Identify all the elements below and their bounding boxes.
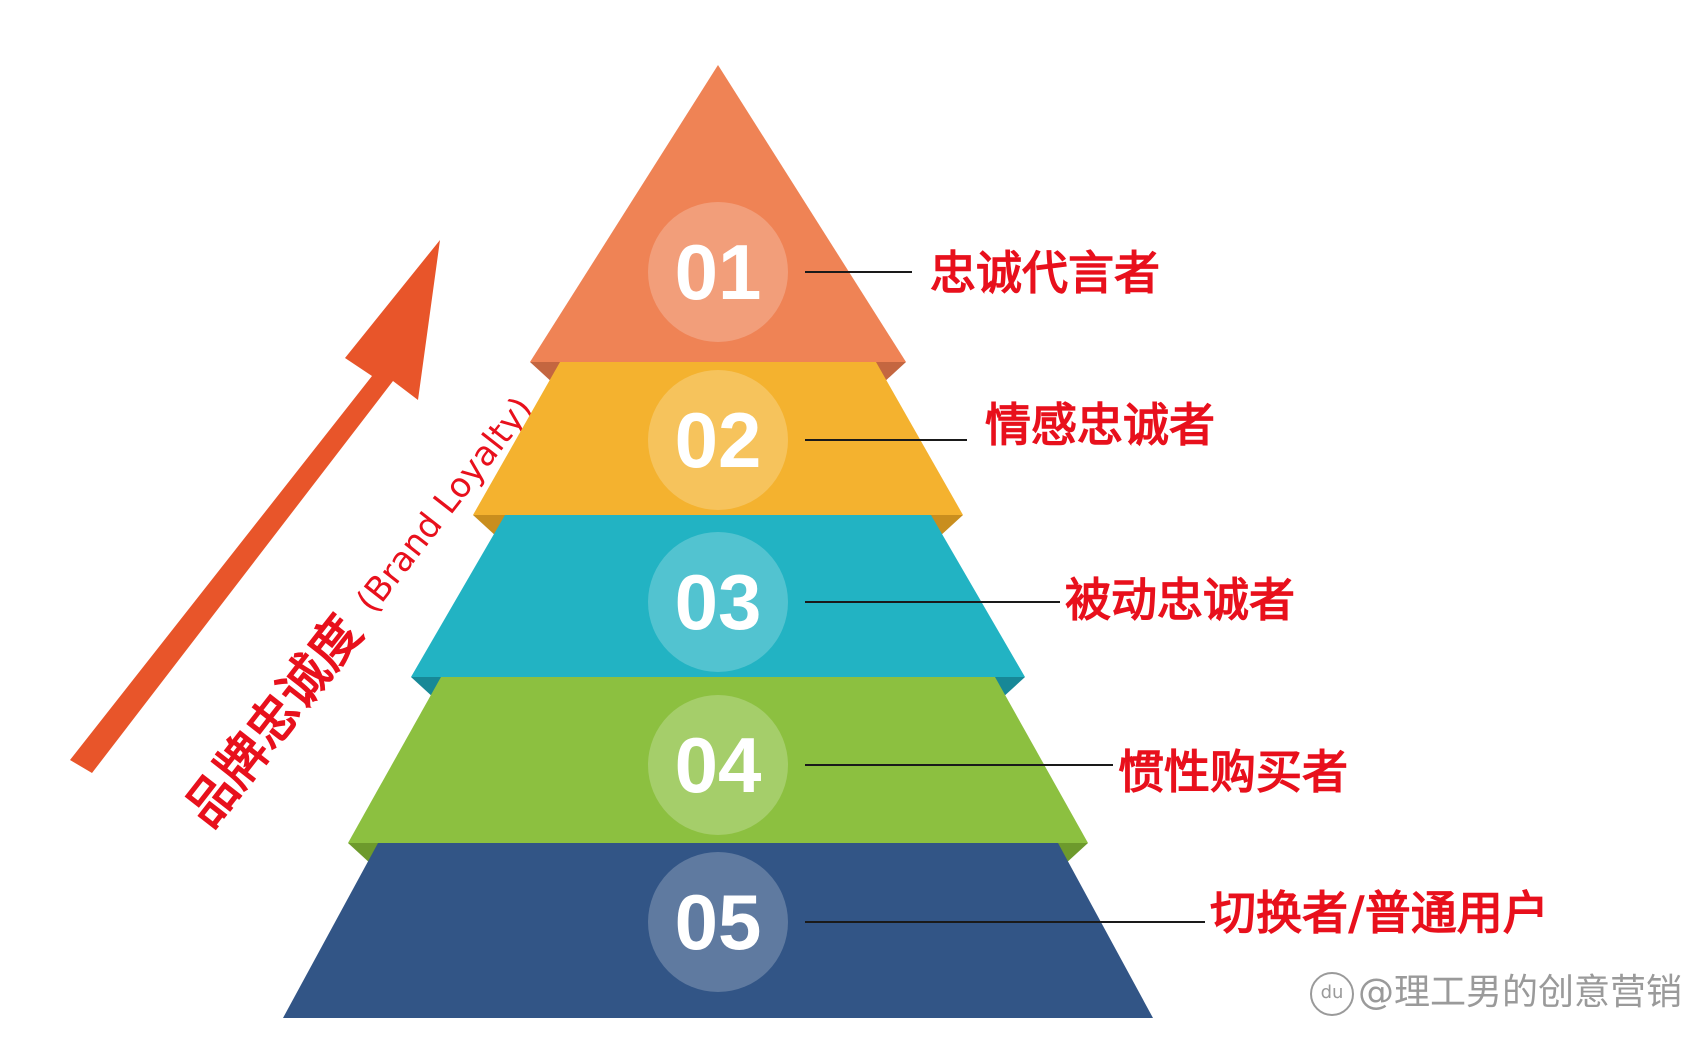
watermark-text: @理工男的创意营销 xyxy=(1357,972,1682,1013)
pyramid-layers: 01 02 03 04 05 xyxy=(283,65,1153,1018)
layer-shape-02 xyxy=(473,362,963,515)
pyramid-layer-02: 02 xyxy=(473,362,963,515)
number-circle-04 xyxy=(648,695,788,835)
level-label-04: 惯性购买者 xyxy=(1118,745,1348,799)
watermark: du@理工男的创意营销 xyxy=(1309,963,1682,1016)
level-number-03: 03 xyxy=(675,558,762,646)
level-number-02: 02 xyxy=(675,396,762,484)
number-circle-05 xyxy=(648,852,788,992)
layer-shape-01 xyxy=(530,65,906,362)
level-number-05: 05 xyxy=(675,878,762,966)
layer-shape-05 xyxy=(283,843,1153,1018)
pyramid-layer-01: 01 xyxy=(530,65,906,362)
pyramid-layer-05: 05 xyxy=(283,843,1153,1018)
number-circle-02 xyxy=(648,370,788,510)
level-label-05: 切换者/普通用户 xyxy=(1210,886,1549,940)
paw-logo-icon: du xyxy=(1309,972,1354,1016)
number-circle-03 xyxy=(648,532,788,672)
pyramid-layer-03: 03 xyxy=(411,515,1025,677)
number-circle-01 xyxy=(648,202,788,342)
layer-shape-03 xyxy=(411,515,1025,677)
level-number-01: 01 xyxy=(675,228,762,316)
level-label-01: 忠诚代言者 xyxy=(930,246,1160,300)
level-label-02: 情感忠诚者 xyxy=(985,398,1215,452)
level-number-04: 04 xyxy=(675,721,762,809)
layer-shape-04 xyxy=(348,677,1088,843)
pyramid-layer-04: 04 xyxy=(348,677,1088,843)
arrow-label-cn: 品牌忠诚度 xyxy=(174,605,374,838)
level-label-03: 被动忠诚者 xyxy=(1065,573,1295,627)
connector-lines xyxy=(805,271,1205,923)
loyalty-arrow-icon xyxy=(70,240,440,773)
